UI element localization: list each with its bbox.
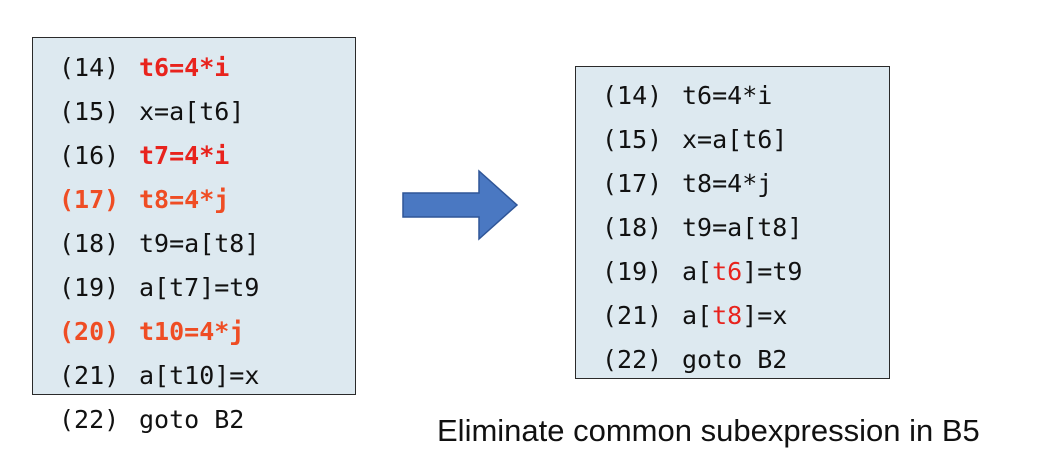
code-line: (18) t9=a[t8] xyxy=(602,206,889,250)
highlighted-operand: t8 xyxy=(712,301,743,330)
code-text: a[t10]=x xyxy=(139,361,260,390)
code-text: t9=a[t8] xyxy=(139,229,260,258)
line-number: (18) xyxy=(602,213,663,242)
code-line: (22) goto B2 xyxy=(59,398,355,442)
caption: Eliminate common subexpression in B5 xyxy=(437,413,980,448)
code-text-pre: a[ xyxy=(682,257,713,286)
code-text: t7=4*i xyxy=(139,141,230,170)
line-number: (19) xyxy=(59,273,120,302)
code-text: t9=a[t8] xyxy=(682,213,803,242)
code-block-after: (14) t6=4*i (15) x=a[t6] (17) t8=4*j (18) t9… xyxy=(575,66,890,379)
code-line: (20) t10=4*j xyxy=(59,310,355,354)
line-number: (14) xyxy=(602,81,663,110)
code-line: (21) a[t10]=x xyxy=(59,354,355,398)
code-text: goto B2 xyxy=(139,405,245,434)
line-number: (17) xyxy=(59,185,120,214)
code-line: (14) t6=4*i xyxy=(59,46,355,90)
code-line: (21) a[t8]=x xyxy=(602,294,889,338)
code-text-pre: a[ xyxy=(682,301,713,330)
code-line: (22) goto B2 xyxy=(602,338,889,382)
code-text: t8=4*j xyxy=(682,169,773,198)
code-text: a[t7]=t9 xyxy=(139,273,260,302)
line-number: (22) xyxy=(602,345,663,374)
line-number: (22) xyxy=(59,405,120,434)
code-text-post: ]=x xyxy=(742,301,788,330)
code-text: t6=4*i xyxy=(682,81,773,110)
code-line: (16) t7=4*i xyxy=(59,134,355,178)
code-line: (15) x=a[t6] xyxy=(59,90,355,134)
line-number: (15) xyxy=(602,125,663,154)
highlighted-operand: t6 xyxy=(712,257,743,286)
code-text: t6=4*i xyxy=(139,53,230,82)
code-line: (18) t9=a[t8] xyxy=(59,222,355,266)
line-number: (15) xyxy=(59,97,120,126)
code-text: goto B2 xyxy=(682,345,788,374)
code-line: (14) t6=4*i xyxy=(602,74,889,118)
code-line: (15) x=a[t6] xyxy=(602,118,889,162)
line-number: (20) xyxy=(59,317,120,346)
code-block-before: (14) t6=4*i (15) x=a[t6] (16) t7=4*i (17) t8… xyxy=(32,37,356,434)
line-number: (18) xyxy=(59,229,120,258)
code-line: (19) a[t7]=t9 xyxy=(59,266,355,310)
line-number: (21) xyxy=(602,301,663,330)
arrow-shape xyxy=(402,169,519,241)
code-line: (17) t8=4*j xyxy=(602,162,889,206)
line-number: (21) xyxy=(59,361,120,390)
code-text-post: ]=t9 xyxy=(742,257,803,286)
line-number: (19) xyxy=(602,257,663,286)
right-arrow-icon xyxy=(402,169,519,241)
code-line: (19) a[t6]=t9 xyxy=(602,250,889,294)
code-line: (17) t8=4*j xyxy=(59,178,355,222)
code-text: t10=4*j xyxy=(139,317,245,346)
code-text: x=a[t6] xyxy=(682,125,788,154)
line-number: (14) xyxy=(59,53,120,82)
line-number: (16) xyxy=(59,141,120,170)
line-number: (17) xyxy=(602,169,663,198)
code-text: x=a[t6] xyxy=(139,97,245,126)
code-text: t8=4*j xyxy=(139,185,230,214)
